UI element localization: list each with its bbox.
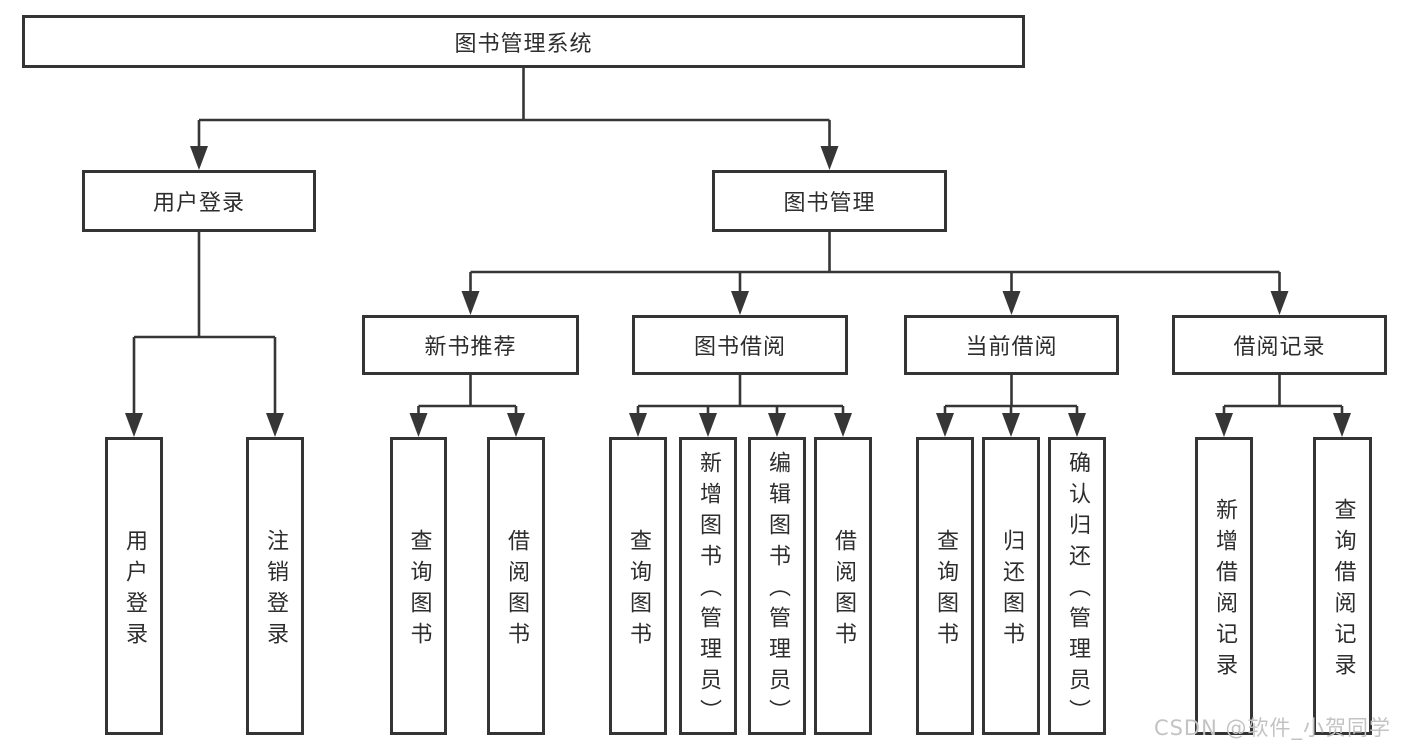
leaf-query-books-current: 查询图书 (916, 437, 974, 735)
leaf-confirm-return-admin: 确认归还（管理员） (1048, 437, 1106, 735)
leaf-query-books-borrow: 查询图书 (609, 437, 667, 735)
leaf-query-borrow-record: 查询借阅记录 (1313, 437, 1372, 735)
leaf-add-book-admin: 新增图书（管理员） (679, 437, 737, 735)
arrowhead (1270, 291, 1289, 315)
node-new-book-recommend-label: 新书推荐 (424, 335, 517, 360)
leaf-label: 借阅图书 (831, 528, 856, 653)
node-book-borrow: 图书借阅 (632, 315, 848, 375)
leaf-label: 查询图书 (933, 528, 958, 653)
leaf-label: 查询借阅记录 (1330, 497, 1356, 684)
node-root-label: 图书管理系统 (454, 31, 593, 57)
arrowhead (629, 413, 647, 437)
leaf-label: 新增借阅记录 (1212, 497, 1237, 684)
node-new-book-recommend: 新书推荐 (362, 315, 579, 375)
leaf-logout: 注销登录 (246, 437, 304, 735)
arrowhead (936, 413, 954, 437)
node-user-login: 用户登录 (82, 170, 316, 232)
node-user-login-label: 用户登录 (152, 191, 245, 216)
node-current-borrow: 当前借阅 (904, 315, 1119, 375)
leaf-label: 查询图书 (406, 528, 432, 653)
leaf-label: 新增图书（管理员） (696, 451, 721, 730)
leaf-label: 注销登录 (263, 528, 288, 653)
leaf-label: 确认归还（管理员） (1065, 451, 1090, 730)
arrowhead (1002, 413, 1020, 437)
node-book-management: 图书管理 (712, 170, 947, 232)
leaf-label: 查询图书 (626, 528, 651, 653)
leaf-label: 用户登录 (122, 528, 147, 653)
arrowhead (731, 291, 749, 315)
leaf-edit-book-admin: 编辑图书（管理员） (748, 437, 806, 735)
arrowhead (190, 146, 208, 170)
node-book-management-label: 图书管理 (783, 191, 876, 216)
leaf-label: 借阅图书 (504, 528, 529, 653)
leaf-query-books-recommend: 查询图书 (390, 437, 447, 735)
leaf-user-login: 用户登录 (105, 437, 163, 735)
arrowhead (834, 413, 852, 437)
arrowhead (507, 413, 525, 437)
leaf-label: 归还图书 (999, 528, 1024, 653)
arrowhead (1002, 291, 1021, 315)
node-book-borrow-label: 图书借阅 (693, 335, 786, 360)
arrowhead (768, 413, 786, 437)
arrowhead (699, 413, 717, 437)
leaf-borrow-books: 借阅图书 (814, 437, 872, 735)
arrowhead (409, 413, 428, 437)
node-borrow-records: 借阅记录 (1172, 315, 1387, 375)
arrowhead (1333, 413, 1351, 437)
arrowhead (1068, 413, 1086, 437)
arrowhead (820, 146, 839, 170)
arrowhead (266, 413, 284, 437)
arrowhead (1215, 413, 1233, 437)
watermark: CSDN @软件_小贺同学 (1153, 716, 1391, 740)
arrowhead (461, 291, 480, 315)
leaf-add-borrow-record: 新增借阅记录 (1195, 437, 1253, 735)
arrowhead (125, 413, 143, 437)
node-root: 图书管理系统 (22, 15, 1025, 68)
leaf-borrow-books-recommend: 借阅图书 (487, 437, 545, 735)
leaf-return-books: 归还图书 (982, 437, 1040, 735)
node-borrow-records-label: 借阅记录 (1233, 335, 1326, 360)
node-current-borrow-label: 当前借阅 (965, 335, 1058, 360)
leaf-label: 编辑图书（管理员） (765, 451, 790, 730)
